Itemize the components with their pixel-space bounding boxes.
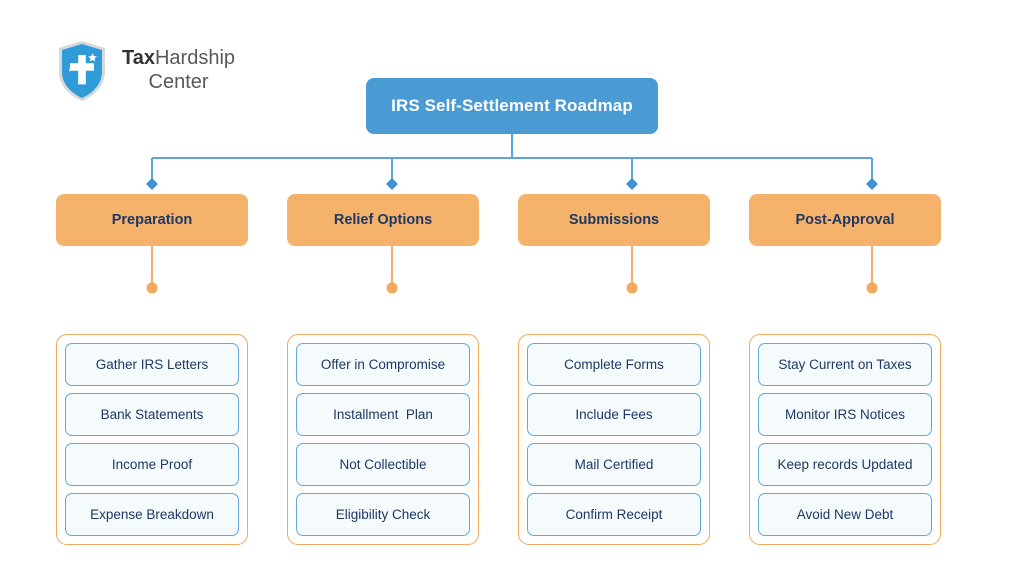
item-box[interactable]: Avoid New Debt: [758, 493, 932, 536]
column-header-label: Preparation: [111, 212, 193, 228]
item-box[interactable]: Eligibility Check: [296, 493, 470, 536]
shield-cross-star-icon: [56, 40, 108, 102]
connector-diamond-1: [146, 178, 158, 190]
item-label: Keep records Updated: [777, 457, 913, 472]
item-label: Bank Statements: [100, 407, 204, 422]
item-box[interactable]: Complete Forms: [527, 343, 701, 386]
item-box[interactable]: Offer in Compromise: [296, 343, 470, 386]
connector-diamond-4: [866, 178, 878, 190]
columns-container: Preparation Gather IRS Letters Bank Stat…: [0, 194, 1024, 545]
item-label: Monitor IRS Notices: [784, 407, 906, 422]
item-label: Installment Plan: [333, 407, 433, 422]
item-label: Not Collectible: [339, 457, 427, 472]
item-label: Confirm Receipt: [565, 507, 663, 522]
item-box[interactable]: Confirm Receipt: [527, 493, 701, 536]
column-body-preparation: Gather IRS Letters Bank Statements Incom…: [56, 334, 248, 545]
column-post-approval: Post-Approval Stay Current on Taxes Moni…: [749, 194, 941, 545]
item-label: Mail Certified: [574, 457, 654, 472]
root-node: IRS Self-Settlement Roadmap: [366, 78, 658, 134]
root-node-label: IRS Self-Settlement Roadmap: [391, 96, 633, 115]
item-label: Expense Breakdown: [90, 507, 214, 522]
brand-name-line1: TaxHardship: [122, 47, 235, 71]
column-header-label: Submissions: [568, 212, 660, 228]
item-label: Income Proof: [111, 457, 193, 472]
column-header-label: Relief Options: [333, 212, 433, 228]
item-box[interactable]: Include Fees: [527, 393, 701, 436]
item-box[interactable]: Monitor IRS Notices: [758, 393, 932, 436]
item-box[interactable]: Keep records Updated: [758, 443, 932, 486]
item-label: Offer in Compromise: [320, 357, 446, 372]
item-box[interactable]: Mail Certified: [527, 443, 701, 486]
item-label: Include Fees: [575, 407, 653, 422]
column-header-label: Post-Approval: [795, 212, 895, 228]
column-header-relief-options[interactable]: Relief Options: [287, 194, 479, 246]
item-box[interactable]: Stay Current on Taxes: [758, 343, 932, 386]
item-label: Stay Current on Taxes: [778, 357, 912, 372]
item-label: Gather IRS Letters: [95, 357, 209, 372]
item-box[interactable]: Expense Breakdown: [65, 493, 239, 536]
connector-diamond-3: [626, 178, 638, 190]
column-header-submissions[interactable]: Submissions: [518, 194, 710, 246]
column-body-submissions: Complete Forms Include Fees Mail Certifi…: [518, 334, 710, 545]
connector-diamond-2: [386, 178, 398, 190]
column-body-post-approval: Stay Current on Taxes Monitor IRS Notice…: [749, 334, 941, 545]
column-body-relief-options: Offer in Compromise Installment Plan Not…: [287, 334, 479, 545]
item-box[interactable]: Bank Statements: [65, 393, 239, 436]
item-box[interactable]: Income Proof: [65, 443, 239, 486]
brand-name-regular: Hardship: [154, 47, 236, 70]
item-label: Eligibility Check: [335, 507, 431, 522]
item-box[interactable]: Not Collectible: [296, 443, 470, 486]
column-preparation: Preparation Gather IRS Letters Bank Stat…: [56, 194, 248, 545]
brand-name-line2: Center: [148, 71, 209, 93]
column-relief-options: Relief Options Offer in Compromise Insta…: [287, 194, 479, 545]
brand-name-bold: Tax: [122, 47, 155, 70]
column-submissions: Submissions Complete Forms Include Fees …: [518, 194, 710, 545]
brand-name: TaxHardship Center: [122, 47, 235, 94]
item-label: Avoid New Debt: [796, 507, 894, 522]
item-box[interactable]: Installment Plan: [296, 393, 470, 436]
column-header-preparation[interactable]: Preparation: [56, 194, 248, 246]
item-box[interactable]: Gather IRS Letters: [65, 343, 239, 386]
item-label: Complete Forms: [564, 357, 664, 372]
brand-logo: TaxHardship Center: [56, 40, 235, 102]
column-header-post-approval[interactable]: Post-Approval: [749, 194, 941, 246]
